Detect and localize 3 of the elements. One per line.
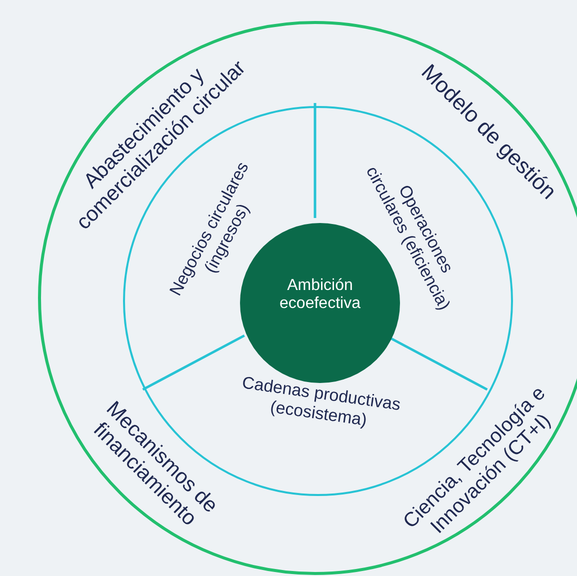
center-label: Ambición ecoefectiva	[278, 276, 362, 314]
sector-label: Cadenas productivas (ecosistema)	[240, 372, 403, 431]
outer-ring	[38, 21, 577, 575]
